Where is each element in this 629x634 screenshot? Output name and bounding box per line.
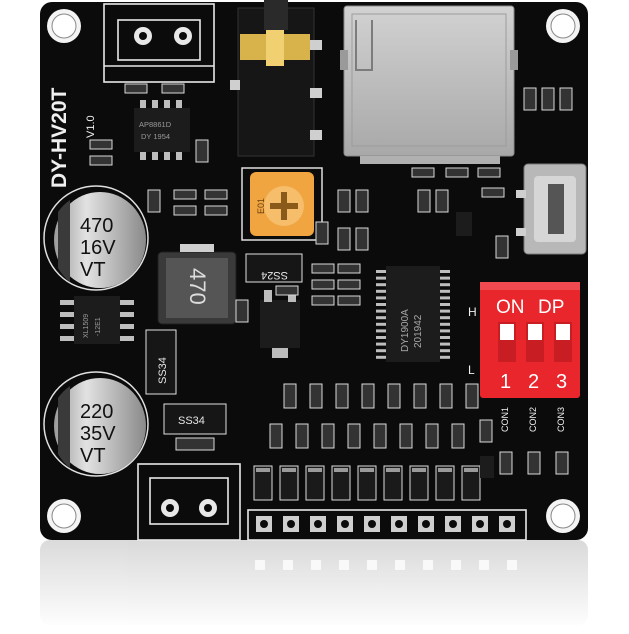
dip-dp-label: DP xyxy=(538,297,564,318)
electrolytic-capacitor-top: 470 16V VT xyxy=(43,185,149,291)
diode-ss24: SS24 xyxy=(245,253,303,283)
dip-position-1: 1 xyxy=(500,371,511,393)
smd-resistor-array xyxy=(269,383,479,449)
trimmer-label: E01 xyxy=(256,198,266,214)
main-chip-line1: DY1900A xyxy=(400,309,411,352)
regulator-chip-line2: DY 1954 xyxy=(141,132,170,141)
regulator-chip-line1: AP8861D xyxy=(139,120,172,129)
screw-terminal-top xyxy=(103,3,215,83)
amp-chip-line1: XL1509 xyxy=(83,314,90,338)
smd-resistors-center xyxy=(275,189,509,306)
smd-resistors-bottom-right xyxy=(479,419,569,478)
dip-toggle-1[interactable] xyxy=(498,322,516,362)
silk-l-marker: L xyxy=(468,363,475,377)
dip-toggle-2[interactable] xyxy=(526,322,544,362)
smd-resistors xyxy=(89,83,228,216)
diode-mid-label: SS34 xyxy=(157,357,169,384)
trimmer-potentiometer: E01 xyxy=(241,167,323,241)
screw-terminal-bottom xyxy=(137,463,241,541)
board-model-label: DY-HV20T xyxy=(48,87,71,188)
amplifier-chip: XL1509 -12E1 xyxy=(60,296,134,344)
board-version-label: V1.0 xyxy=(85,115,97,138)
dip-toggle-3[interactable] xyxy=(554,322,572,362)
diode-ss34-vertical: SS34 xyxy=(145,329,177,395)
con1-label: CON1 xyxy=(500,407,510,432)
amp-chip-line2: -12E1 xyxy=(95,317,102,336)
pin-header xyxy=(247,509,527,541)
capacitor-bottom-line3: VT xyxy=(80,445,106,467)
capacitor-bottom-line1: 220 xyxy=(80,401,113,423)
sd-card-slot xyxy=(340,5,518,164)
power-inductor: 470 xyxy=(157,244,237,325)
capacitor-top-line2: 16V xyxy=(80,237,116,259)
main-audio-chip: DY1900A 201942 xyxy=(376,266,450,362)
protection-diode-row xyxy=(253,465,481,501)
inductor-label: 470 xyxy=(185,268,210,305)
dip-on-label: ON xyxy=(496,297,525,318)
voltage-regulator xyxy=(235,290,300,358)
diode-top-label: SS24 xyxy=(261,269,288,281)
diode-ss34-horizontal: SS34 xyxy=(163,403,227,451)
dip-position-3: 3 xyxy=(556,371,567,393)
micro-usb-port xyxy=(516,163,587,255)
dip-position-2: 2 xyxy=(528,371,539,393)
silk-h-marker: H xyxy=(468,305,477,319)
main-chip-line2: 201942 xyxy=(413,314,424,348)
dip-switch[interactable]: ON DP 1 2 3 xyxy=(480,282,580,398)
capacitor-top-line1: 470 xyxy=(80,215,113,237)
capacitor-top-line3: VT xyxy=(80,259,106,281)
con2-label: CON2 xyxy=(528,407,538,432)
con3-label: CON3 xyxy=(556,407,566,432)
regulator-chip: AP8861D DY 1954 xyxy=(134,100,190,160)
diode-bottom-label: SS34 xyxy=(178,415,205,427)
audio-jack xyxy=(230,0,322,157)
smd-resistors-right xyxy=(411,87,573,213)
capacitor-bottom-line2: 35V xyxy=(80,423,116,445)
electrolytic-capacitor-bottom: 220 35V VT xyxy=(43,371,149,477)
mounting-hole-icon xyxy=(47,9,580,533)
